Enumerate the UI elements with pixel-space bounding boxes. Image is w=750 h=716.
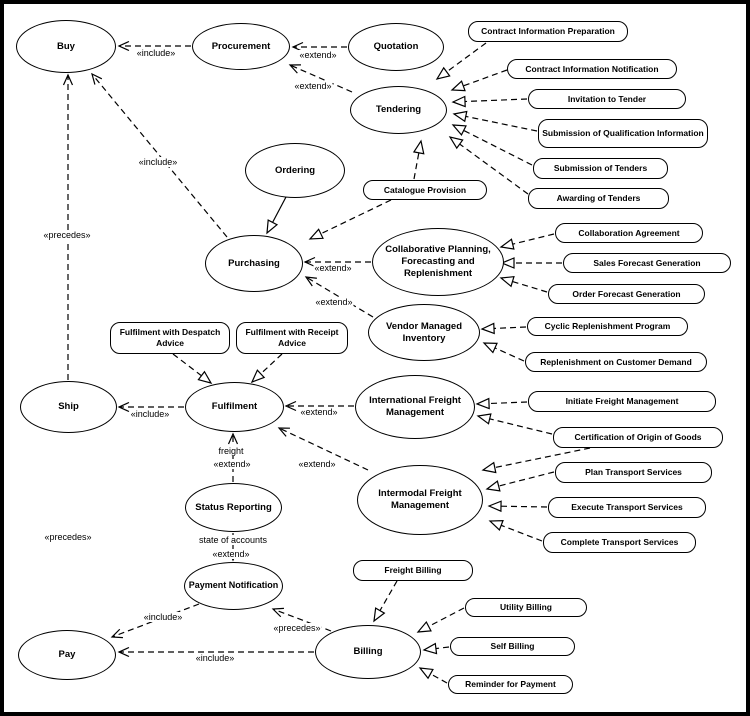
- edge-label-extend-quotation-procurement: «extend»: [298, 50, 338, 60]
- edge-intermodal_freight_management-fulfilment: [277, 427, 369, 471]
- edge-collaboration_agreement-cpfr: [501, 233, 555, 247]
- node-international-freight-management: International Freight Management: [355, 375, 475, 439]
- edge-purchasing-buy: [91, 72, 228, 238]
- node-buy: Buy: [16, 20, 116, 73]
- edge-cyclic_replenishment_program-vendor_managed_inventory: [482, 327, 527, 329]
- edge-plan_transport_services-intermodal_freight_management: [487, 471, 555, 489]
- edge-label-extend-cpfr-purchasing: «extend»: [313, 263, 353, 273]
- edge-replenishment_on_customer_demand-vendor_managed_inventory: [484, 343, 525, 362]
- edge-label-precedes-ship-buy: «precedes»: [42, 230, 92, 240]
- edge-fulfilment_with_despatch_advice-fulfilment: [172, 353, 211, 383]
- edge-label-include-purchasing-buy: «include»: [137, 157, 179, 167]
- edge-label-include-procurement-buy: «include»: [135, 48, 177, 58]
- edge-order_forecast_generation-cpfr: [501, 278, 548, 293]
- node-initiate-freight-management: Initiate Freight Management: [528, 391, 716, 412]
- node-purchasing: Purchasing: [205, 235, 303, 292]
- edge-label-include-payment-notification-pay: «include»: [142, 612, 184, 622]
- edge-catalogue_provision-purchasing: [310, 199, 392, 239]
- edge-submission_of_tenders-tendering: [453, 125, 533, 166]
- node-intermodal-freight-management: Intermodal Freight Management: [357, 465, 483, 535]
- edge-vendor_managed_inventory-purchasing: [304, 276, 374, 318]
- node-execute-transport-services: Execute Transport Services: [548, 497, 706, 518]
- node-vendor-managed-inventory: Vendor Managed Inventory: [368, 304, 480, 361]
- node-submission-of-tenders: Submission of Tenders: [533, 158, 668, 179]
- edge-utility_billing-billing: [418, 607, 465, 632]
- node-invitation-to-tender: Invitation to Tender: [528, 89, 686, 109]
- node-replenishment-on-customer-demand: Replenishment on Customer Demand: [525, 352, 707, 372]
- node-certification-of-origin-of-goods: Certification of Origin of Goods: [553, 427, 723, 448]
- node-contract-information-notification: Contract Information Notification: [507, 59, 677, 79]
- edge-label-extend-ifm-fulfilment: «extend»: [299, 407, 339, 417]
- node-collaboration-agreement: Collaboration Agreement: [555, 223, 703, 243]
- edge-contract_information_preparation-tendering: [437, 42, 487, 79]
- edge-label-extend-status-payment-notification: «extend»: [211, 549, 251, 559]
- edge-tendering-procurement: [288, 64, 353, 93]
- edge-label-freight: freight: [217, 446, 245, 456]
- node-complete-transport-services: Complete Transport Services: [543, 532, 696, 553]
- edge-submission_of_qualification_information-tendering: [454, 114, 538, 132]
- edge-ordering-purchasing: [267, 196, 287, 233]
- node-contract-information-preparation: Contract Information Preparation: [468, 21, 628, 42]
- node-tendering: Tendering: [350, 86, 447, 134]
- edge-invitation_to_tender-tendering: [453, 99, 528, 102]
- edge-label-extend-vmi-purchasing: «extend»: [314, 297, 354, 307]
- node-freight-billing: Freight Billing: [353, 560, 473, 581]
- node-self-billing: Self Billing: [450, 637, 575, 656]
- edge-payment_notification-pay: [110, 603, 200, 639]
- edge-catalogue_provision-tendering: [414, 141, 421, 180]
- edge-label-precedes-pay-ship: «precedes»: [43, 532, 93, 542]
- node-utility-billing: Utility Billing: [465, 598, 587, 617]
- node-cyclic-replenishment-program: Cyclic Replenishment Program: [527, 317, 688, 336]
- node-fulfilment: Fulfilment: [185, 382, 284, 432]
- edge-awarding_of_tenders-tendering: [450, 137, 529, 195]
- edge-label-extend-tendering-procurement: «extend»: [293, 81, 333, 91]
- edge-label-extend-status-fulfilment: «extend»: [212, 459, 252, 469]
- node-catalogue-provision: Catalogue Provision: [363, 180, 487, 200]
- node-reminder-for-payment: Reminder for Payment: [448, 675, 573, 694]
- edge-execute_transport_services-intermodal_freight_management: [489, 506, 548, 507]
- edge-initiate_freight_management-international_freight_management: [477, 402, 528, 404]
- node-ordering: Ordering: [245, 143, 345, 198]
- edge-freight_billing-billing: [374, 580, 398, 621]
- edge-label-include-fulfilment-ship: «include»: [129, 409, 171, 419]
- edge-reminder_for_payment-billing: [420, 668, 448, 684]
- node-plan-transport-services: Plan Transport Services: [555, 462, 712, 483]
- edge-label-precedes-billing-payment-notification: «precedes»: [272, 623, 322, 633]
- edge-label-state-of-accounts: state of accounts: [197, 535, 269, 545]
- node-awarding-of-tenders: Awarding of Tenders: [528, 188, 669, 209]
- edge-certification_of_origin_of_goods-intermodal_freight_management: [483, 447, 591, 470]
- edge-fulfilment_with_receipt_advice-fulfilment: [252, 353, 283, 382]
- edge-contract_information_notification-tendering: [452, 69, 508, 90]
- edge-label-include-billing-pay: «include»: [194, 653, 236, 663]
- node-pay: Pay: [18, 630, 116, 680]
- edge-label-extend-intermodal-fulfilment: «extend»: [297, 459, 337, 469]
- edge-self_billing-billing: [424, 647, 450, 650]
- node-payment-notification: Payment Notification: [184, 562, 283, 610]
- node-submission-of-qualification-information: Submission of Qualification Information: [538, 119, 708, 148]
- edge-certification_of_origin_of_goods-international_freight_management: [478, 416, 553, 435]
- node-ship: Ship: [20, 381, 117, 433]
- node-fulfilment-with-despatch-advice: Fulfilment with Despatch Advice: [110, 322, 230, 354]
- node-billing: Billing: [315, 625, 421, 679]
- node-procurement: Procurement: [192, 23, 290, 70]
- node-sales-forecast-generation: Sales Forecast Generation: [563, 253, 731, 273]
- node-fulfilment-with-receipt-advice: Fulfilment with Receipt Advice: [236, 322, 348, 354]
- node-collaborative-planning-forecasting-replenishment: Collaborative Planning, Forecasting and …: [372, 228, 504, 296]
- edge-complete_transport_services-intermodal_freight_management: [490, 521, 543, 542]
- node-status-reporting: Status Reporting: [185, 483, 282, 532]
- node-order-forecast-generation: Order Forecast Generation: [548, 284, 705, 304]
- node-quotation: Quotation: [348, 23, 444, 71]
